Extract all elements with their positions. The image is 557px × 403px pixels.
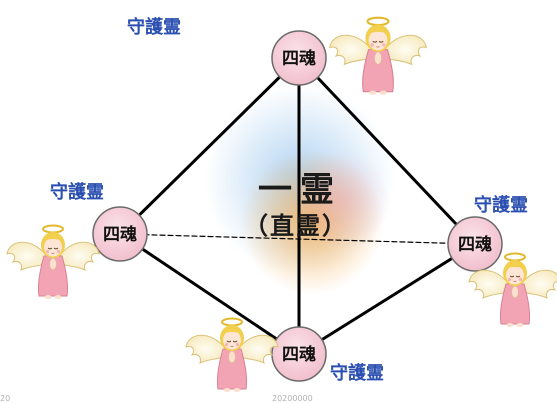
node-right-label: 四魂: [458, 234, 492, 255]
guardian-label-left: 守護霊: [50, 181, 104, 203]
node-right: 四魂: [447, 216, 503, 272]
edges: [118, 56, 477, 356]
angel-icon: [6, 224, 100, 300]
center-sub-label: （直霊）: [244, 212, 348, 240]
edge-top-right: [297, 56, 477, 246]
node-top-label: 四魂: [282, 48, 316, 69]
center-main-label: 一霊: [258, 170, 342, 210]
footer-left-text: 20: [0, 394, 10, 403]
node-bottom-label: 四魂: [282, 344, 316, 365]
node-left-label: 四魂: [103, 224, 137, 245]
node-top: 四魂: [271, 30, 327, 86]
angel-icon: [328, 16, 428, 96]
edge-left-bottom: [118, 232, 301, 356]
node-bottom: 四魂: [271, 326, 327, 382]
guardian-label-right: 守護霊: [474, 194, 528, 216]
node-left: 四魂: [92, 206, 148, 262]
edge-left-right-hidden: [119, 233, 476, 245]
guardian-label-bottom: 守護霊: [330, 362, 384, 384]
edge-right-bottom: [297, 242, 477, 356]
edge-top-left: [118, 56, 301, 236]
footer-center-text: 20200000: [272, 394, 313, 403]
guardian-label-top: 守護霊: [127, 16, 181, 38]
